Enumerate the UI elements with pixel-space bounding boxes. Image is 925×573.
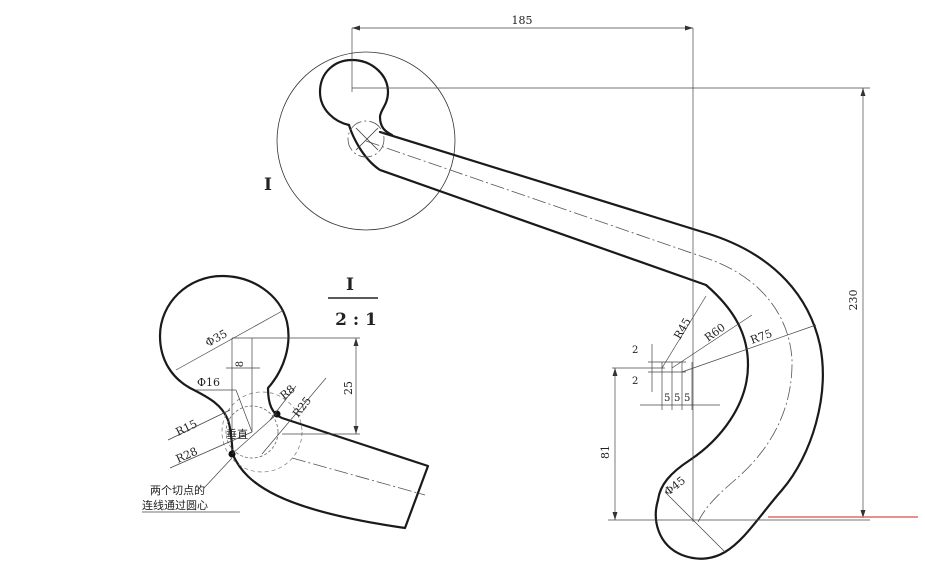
- vertical-mark: 垂直: [226, 427, 248, 441]
- offset-2-top-label: 2: [632, 345, 638, 356]
- r28-leader: [169, 431, 253, 469]
- r45-label: R45: [671, 316, 693, 342]
- spacing-5b-label: 5: [674, 393, 680, 404]
- d45-leader: [664, 491, 726, 553]
- detail-view: I 2 : 1 Φ35 Φ16 8 25 R8: [142, 274, 430, 530]
- note-line-1: 两个切点的: [150, 483, 205, 497]
- spacing-5a-label: 5: [664, 393, 670, 404]
- r45-leader: [661, 295, 707, 369]
- arm-upper-edge: [378, 130, 822, 347]
- d35-label: Φ35: [203, 327, 229, 350]
- note-leader: [203, 457, 233, 489]
- detail-scale-label: 2 : 1: [335, 310, 377, 330]
- d16-label: Φ16: [197, 376, 220, 389]
- pivot-cross-b: [355, 127, 379, 151]
- d45-label: Φ45: [662, 474, 688, 498]
- detail-outline: [158, 274, 430, 530]
- dim-8-label: 8: [235, 361, 246, 367]
- detail-centerline: [291, 457, 426, 496]
- detail-marker-label: I: [264, 175, 272, 195]
- bottom-end-cap: [654, 498, 727, 560]
- detail-view-label: I: [346, 275, 354, 295]
- r15-label: R15: [174, 417, 200, 438]
- dim-230-label: 230: [847, 290, 860, 311]
- r28-label: R28: [174, 445, 200, 466]
- detail-circle-25: [221, 391, 303, 473]
- inner-bend: [656, 283, 750, 502]
- spacing-5c-label: 5: [684, 393, 690, 404]
- dim-25-label: 25: [342, 381, 355, 395]
- dim-185-label: 185: [512, 14, 533, 27]
- r8-leader: [269, 385, 297, 421]
- r75-leader: [681, 324, 817, 373]
- arm-centerline: [365, 140, 793, 523]
- hook-head-outline: [318, 58, 394, 137]
- d16-leader: [235, 389, 253, 433]
- main-view: 185 230 81 R45 R60 R75 2 2 5: [264, 14, 918, 560]
- tangent-connector: [231, 413, 278, 455]
- r60-leader: [671, 314, 753, 369]
- note-line-2: 连线通过圆心: [142, 498, 208, 512]
- outer-bend: [723, 343, 824, 554]
- r15-leader: [167, 409, 231, 441]
- r25-leader: [261, 377, 327, 455]
- offset-2-bottom-label: 2: [632, 376, 638, 387]
- arm-lower-edge: [347, 123, 708, 287]
- dim-81-label: 81: [599, 445, 612, 459]
- d35-leader: [175, 309, 285, 371]
- pivot-circle: [347, 120, 385, 158]
- r8-label: R8: [278, 383, 298, 403]
- r60-label: R60: [702, 321, 728, 345]
- detail-circle: [276, 51, 456, 231]
